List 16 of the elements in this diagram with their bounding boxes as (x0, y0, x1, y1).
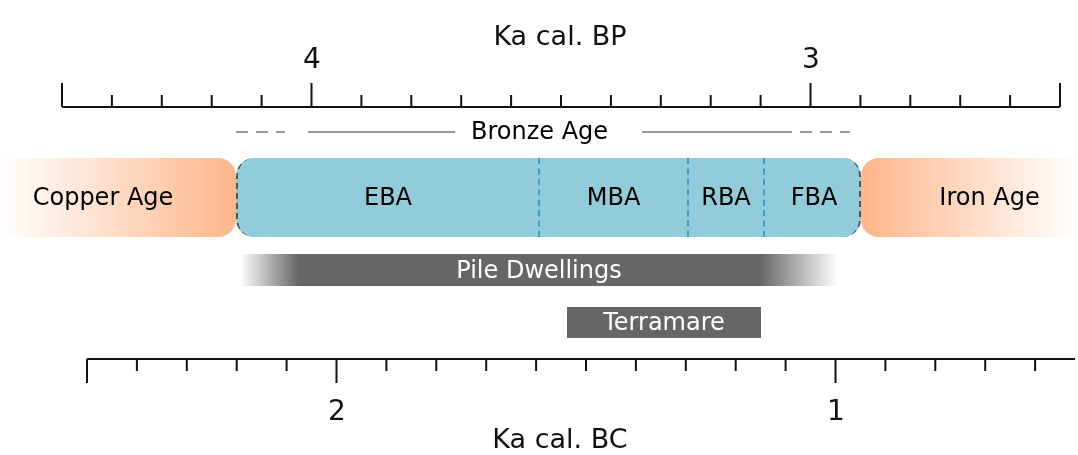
period-label: FBA (790, 182, 838, 213)
period-label: EBA (363, 182, 412, 213)
tick-label: 2 (328, 397, 346, 425)
period-label: Copper Age (32, 182, 174, 213)
period-label: RBA (701, 182, 751, 213)
period-label: Iron Age (939, 182, 1040, 213)
culture-bar (567, 307, 761, 338)
culture-label: Terramare (603, 307, 725, 338)
axis-title: Ka cal. BC (492, 424, 628, 452)
culture-bar (240, 254, 838, 286)
period-label: MBA (586, 182, 641, 213)
culture-label: Pile Dwellings (456, 254, 622, 286)
tick-label: 3 (802, 45, 820, 73)
axis-title: Ka cal. BP (493, 21, 627, 49)
tick-label: 1 (827, 397, 845, 425)
tick-label: 4 (303, 45, 321, 73)
